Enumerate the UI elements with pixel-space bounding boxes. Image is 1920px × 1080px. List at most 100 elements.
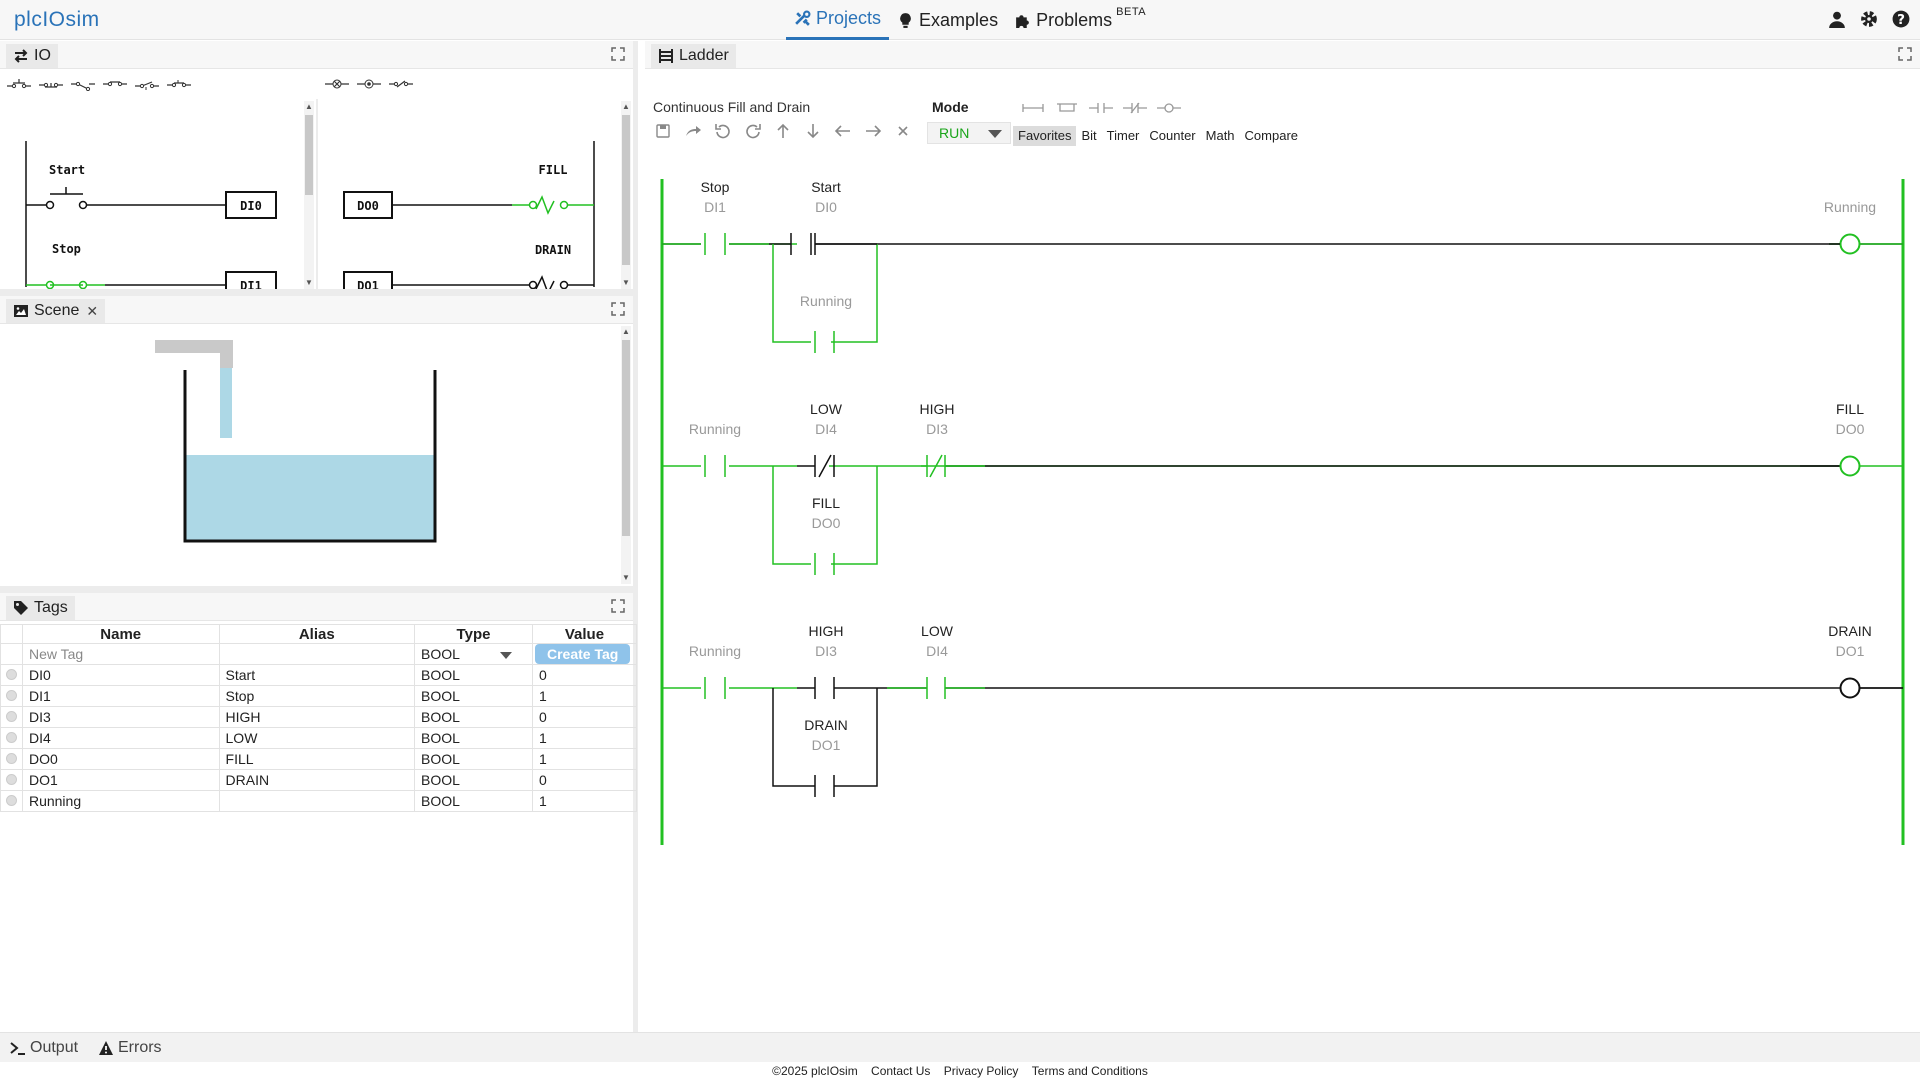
cell-alias[interactable] <box>218 790 416 812</box>
pushbutton-nc-icon[interactable] <box>38 77 64 91</box>
close-icon[interactable]: ✕ <box>86 302 99 319</box>
redo-icon[interactable] <box>743 123 763 139</box>
errors-tab[interactable]: Errors <box>92 1037 168 1059</box>
category-math[interactable]: Math <box>1205 128 1235 143</box>
start-pushbutton[interactable] <box>26 187 226 210</box>
remove-tag-icon[interactable] <box>5 732 17 743</box>
selector-switch-icon[interactable] <box>102 77 128 91</box>
scroll-thumb[interactable] <box>622 340 630 536</box>
category-bit[interactable]: Bit <box>1081 128 1097 143</box>
contact-link[interactable]: Contact Us <box>871 1064 931 1078</box>
contact-stop[interactable] <box>704 233 726 255</box>
cell-value[interactable]: 1 <box>531 685 638 707</box>
panel-divider[interactable] <box>0 586 633 593</box>
scene-tab[interactable]: Scene ✕ <box>6 299 106 323</box>
no-contact-icon[interactable] <box>1088 101 1114 115</box>
expand-icon[interactable] <box>1898 47 1912 61</box>
cell-alias[interactable]: FILL <box>218 748 416 770</box>
cell-alias[interactable]: Stop <box>218 685 416 707</box>
input-scrollbar[interactable]: ▲ ▼ <box>304 101 314 289</box>
app-logo[interactable]: plcIOsim <box>14 8 100 31</box>
coil-running[interactable] <box>1800 233 1861 255</box>
category-compare[interactable]: Compare <box>1244 128 1299 143</box>
cell-alias[interactable]: Start <box>218 664 416 686</box>
proximity-switch-icon[interactable] <box>166 77 192 91</box>
branch-drain[interactable] <box>772 688 878 797</box>
scroll-thumb[interactable] <box>305 115 313 195</box>
nav-tab-problems[interactable]: Problems BETA <box>1006 0 1146 40</box>
scroll-up-icon[interactable]: ▲ <box>622 102 630 111</box>
delete-icon[interactable] <box>893 123 913 139</box>
user-icon[interactable] <box>1828 10 1846 28</box>
create-tag-button[interactable]: Create Tag <box>534 644 631 664</box>
cell-type[interactable]: BOOL <box>414 727 533 749</box>
output-scrollbar[interactable]: ▲ ▼ <box>621 101 631 289</box>
cell-name[interactable]: DI4 <box>21 727 220 749</box>
tags-tab[interactable]: Tags <box>6 596 75 620</box>
rung-2[interactable]: Running LOW DI4 HIGH DI3 <box>662 401 1903 575</box>
category-counter[interactable]: Counter <box>1149 128 1196 143</box>
panel-divider[interactable] <box>0 289 633 296</box>
branch-icon[interactable] <box>1020 101 1046 115</box>
branch-running[interactable] <box>772 233 878 353</box>
contact-start[interactable] <box>769 233 812 255</box>
new-tag-alias-input[interactable] <box>218 643 416 665</box>
expand-icon[interactable] <box>611 47 625 61</box>
scene-scrollbar[interactable]: ▲ ▼ <box>621 326 631 584</box>
io-tab[interactable]: IO <box>6 44 58 68</box>
remove-tag-icon[interactable] <box>5 690 17 701</box>
cell-name[interactable]: Running <box>21 790 220 812</box>
contact-running[interactable] <box>704 677 726 699</box>
ladder-tab[interactable]: Ladder <box>651 44 736 68</box>
cell-name[interactable]: DO1 <box>21 769 220 791</box>
scroll-up-icon[interactable]: ▲ <box>622 327 630 336</box>
coil-icon[interactable] <box>1156 101 1182 115</box>
scroll-thumb[interactable] <box>622 115 630 265</box>
cell-alias[interactable]: LOW <box>218 727 416 749</box>
rung-3[interactable]: Running HIGH DI3 LOW DI4 DRAIN DO1 <box>662 623 1903 797</box>
pilot-light-icon[interactable] <box>324 77 350 91</box>
cell-type[interactable]: BOOL <box>414 748 533 770</box>
new-tag-name-input[interactable]: New Tag <box>21 643 220 665</box>
cell-value[interactable]: 0 <box>531 769 638 791</box>
limit-switch-icon[interactable] <box>134 77 160 91</box>
expand-icon[interactable] <box>611 302 625 316</box>
nc-contact-icon[interactable] <box>1122 101 1148 115</box>
cell-type[interactable]: BOOL <box>414 706 533 728</box>
io-splitter[interactable] <box>316 99 318 289</box>
cell-alias[interactable]: HIGH <box>218 706 416 728</box>
privacy-link[interactable]: Privacy Policy <box>943 1064 1019 1078</box>
cell-name[interactable]: DO0 <box>21 748 220 770</box>
contact-high-nc[interactable] <box>887 454 985 478</box>
coil-drain[interactable] <box>1839 677 1861 699</box>
arrow-down-icon[interactable] <box>803 123 823 139</box>
pushbutton-no-icon[interactable] <box>6 77 32 91</box>
cell-name[interactable]: DI1 <box>21 685 220 707</box>
terms-link[interactable]: Terms and Conditions <box>1031 1064 1148 1078</box>
cell-type[interactable]: BOOL <box>414 685 533 707</box>
contact-high[interactable] <box>814 677 835 699</box>
nav-tab-examples[interactable]: Examples <box>889 0 1006 40</box>
cell-name[interactable]: DI0 <box>21 664 220 686</box>
output-tab[interactable]: Output <box>4 1037 84 1059</box>
arrow-right-icon[interactable] <box>863 123 883 139</box>
contact-low[interactable] <box>926 677 946 699</box>
arrow-left-icon[interactable] <box>833 123 853 139</box>
category-favorites[interactable]: Favorites <box>1013 126 1077 146</box>
cell-value[interactable]: 0 <box>531 664 638 686</box>
scroll-down-icon[interactable]: ▼ <box>305 278 313 287</box>
new-tag-type-select[interactable]: BOOL <box>414 643 533 665</box>
expand-icon[interactable] <box>611 599 625 613</box>
cell-value[interactable]: 1 <box>531 727 638 749</box>
solenoid-valve-icon[interactable] <box>388 77 414 91</box>
save-icon[interactable] <box>653 123 673 139</box>
branch-fill[interactable] <box>772 466 878 575</box>
mode-select[interactable]: RUN <box>927 122 1011 144</box>
remove-tag-icon[interactable] <box>5 711 17 722</box>
